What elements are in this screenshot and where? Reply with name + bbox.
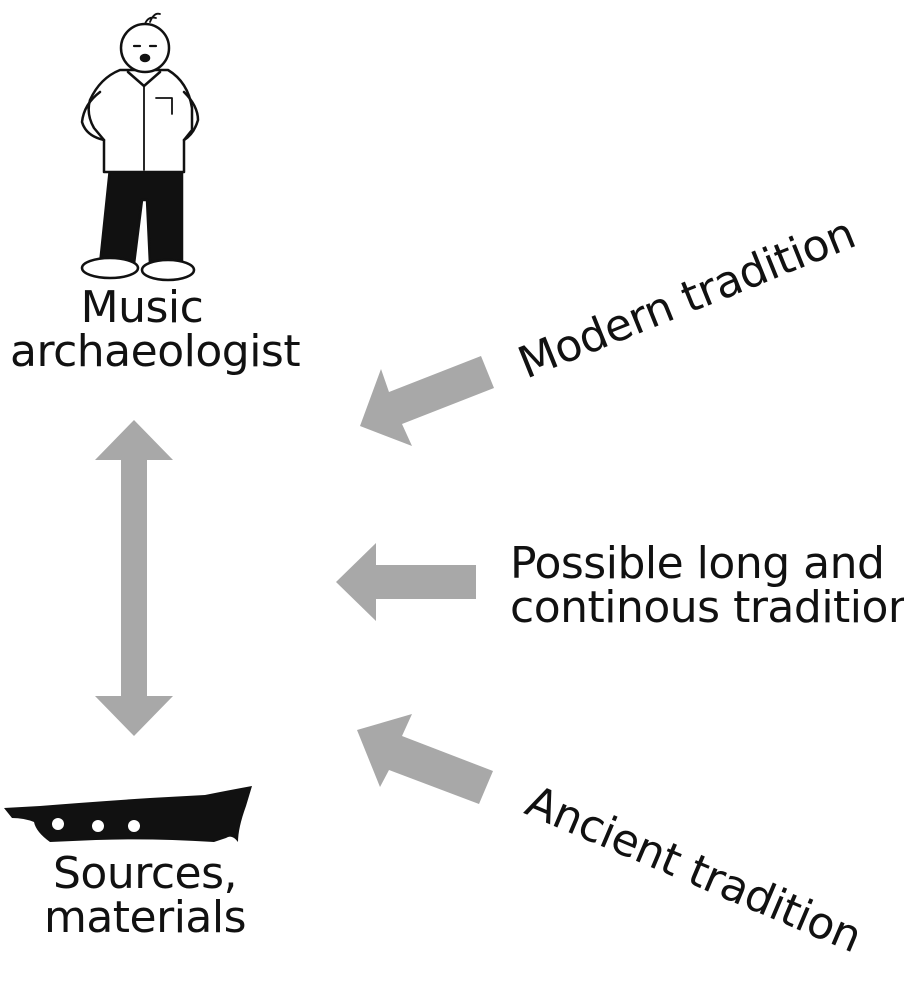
artifact-label-line2: materials (43, 892, 247, 943)
person-label-line2: archaeologist (10, 326, 301, 377)
double-headed-arrow-icon (95, 420, 173, 736)
ancient-tradition-arrow-icon (357, 714, 493, 804)
continuous-tradition-arrow-icon (336, 543, 476, 621)
sources-materials-label: Sources, materials (40, 852, 250, 940)
artifact-label-line1: Sources, (52, 848, 238, 899)
person-icon (80, 12, 200, 282)
bone-flute-icon (4, 786, 252, 842)
continuous-tradition-label: Possible long and continous tradition (510, 542, 904, 630)
music-archaeologist-label: Music archaeologist (10, 282, 301, 377)
person-label-line1: Music (80, 282, 204, 333)
modern-tradition-arrow-icon (360, 356, 494, 446)
continuous-label-line2: continous tradition (510, 582, 904, 633)
continuous-label-line1: Possible long and (510, 538, 885, 589)
